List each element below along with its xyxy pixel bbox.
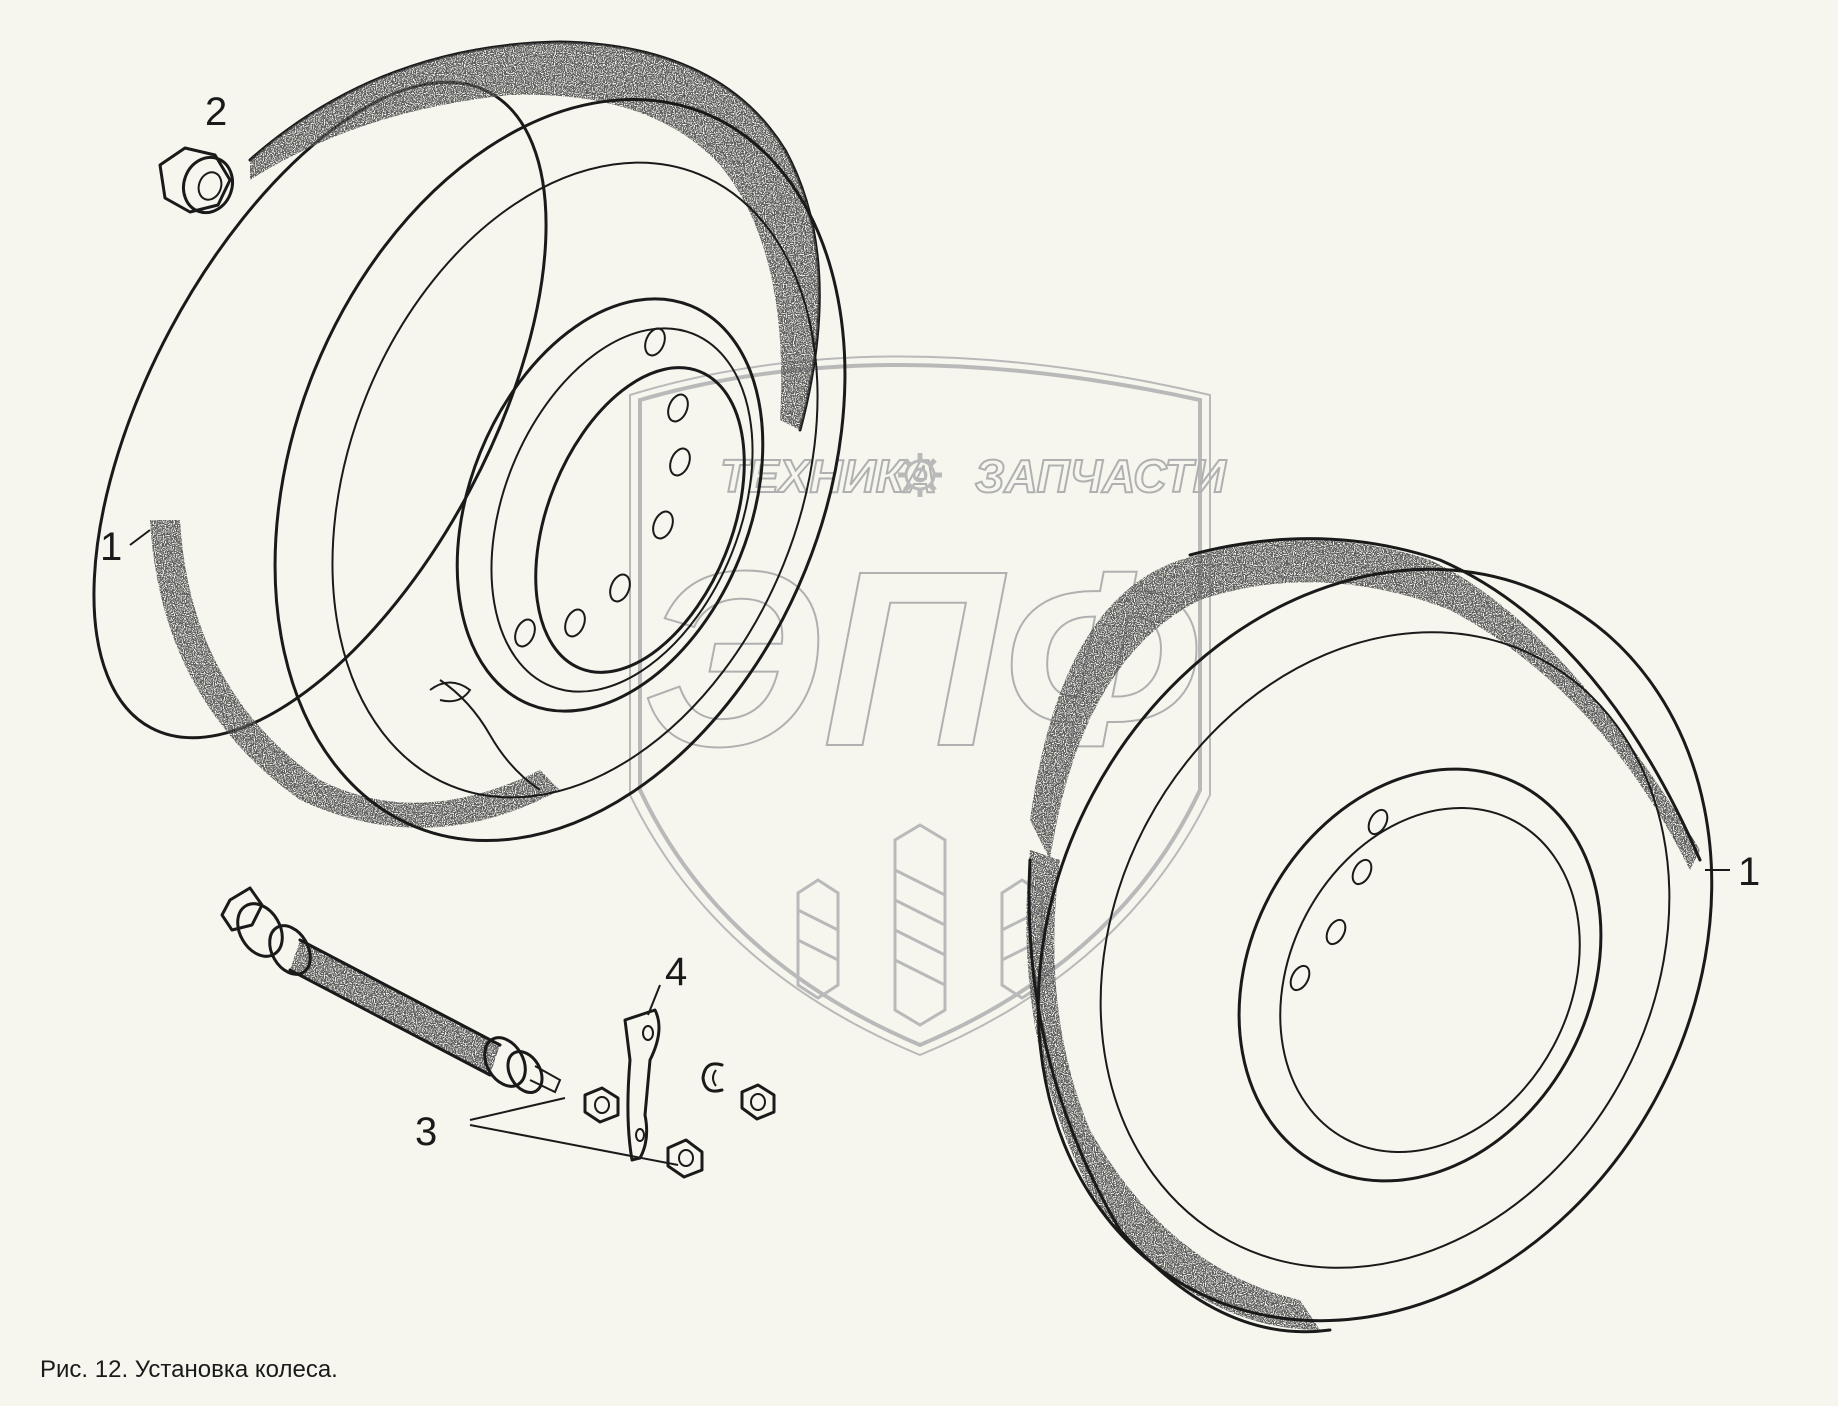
callout-valve-parts: 3 [415, 1110, 437, 1154]
valve-extension [220, 886, 562, 1094]
valve-nut-upper [583, 1086, 620, 1124]
callout-tire-left: 1 [100, 525, 122, 569]
watermark-shield [638, 363, 1202, 1048]
watermark: ТЕХНИКА ЗАПЧАСТИ ЭПФ [629, 355, 1228, 1057]
valve-bracket [623, 1008, 661, 1162]
valve-nut-lower [666, 1138, 704, 1179]
callout-leaders [129, 529, 1730, 1166]
gear-icon [898, 453, 942, 497]
callout-bracket: 4 [665, 950, 687, 994]
tire-right-rim [1237, 767, 1603, 1183]
valve-ring [701, 1062, 724, 1093]
tire-right-stud-holes [1289, 808, 1389, 992]
tire-left-rim [455, 297, 765, 713]
tire-right [1026, 537, 1714, 1334]
watermark-right-text: ЗАПЧАСТИ [975, 450, 1227, 502]
watermark-wheat-emblem [796, 823, 1044, 1027]
wheel-nut [158, 146, 235, 215]
tire-right-sidewall [1036, 567, 1714, 1323]
tire-left [92, 40, 847, 843]
tire-left-sidewall [273, 97, 847, 843]
tire-left-stud-holes [514, 327, 691, 648]
valve-cap-nut [740, 1083, 776, 1121]
figure-caption: Рис. 12. Установка колеса. [40, 1356, 338, 1383]
callout-wheel-nut: 2 [205, 90, 227, 134]
callout-tire-right: 1 [1738, 850, 1760, 894]
